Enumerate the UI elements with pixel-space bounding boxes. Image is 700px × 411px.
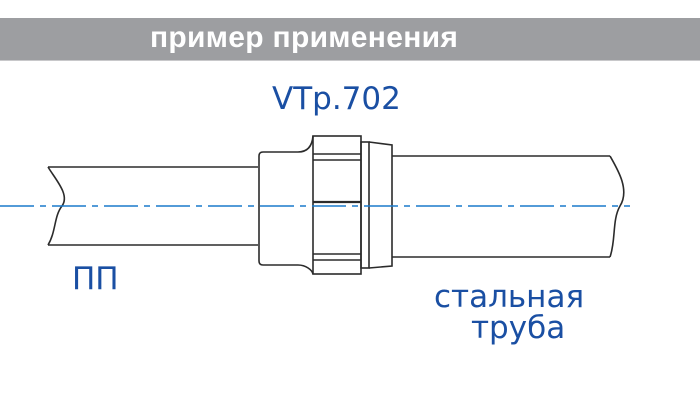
fitting-sleeve — [258, 135, 314, 275]
right-pipe-label-line2: труба — [471, 310, 566, 346]
fitting-nut — [312, 135, 362, 275]
right-pipe-label-line1: стальная — [434, 279, 585, 315]
left-pipe-label: ПП — [72, 261, 119, 297]
fitting-ring — [360, 141, 393, 269]
header-banner: пример применения — [0, 18, 700, 61]
right-pipe — [392, 155, 625, 258]
page-title: пример применения — [150, 21, 459, 54]
product-code-label: VTp.702 — [272, 81, 401, 117]
